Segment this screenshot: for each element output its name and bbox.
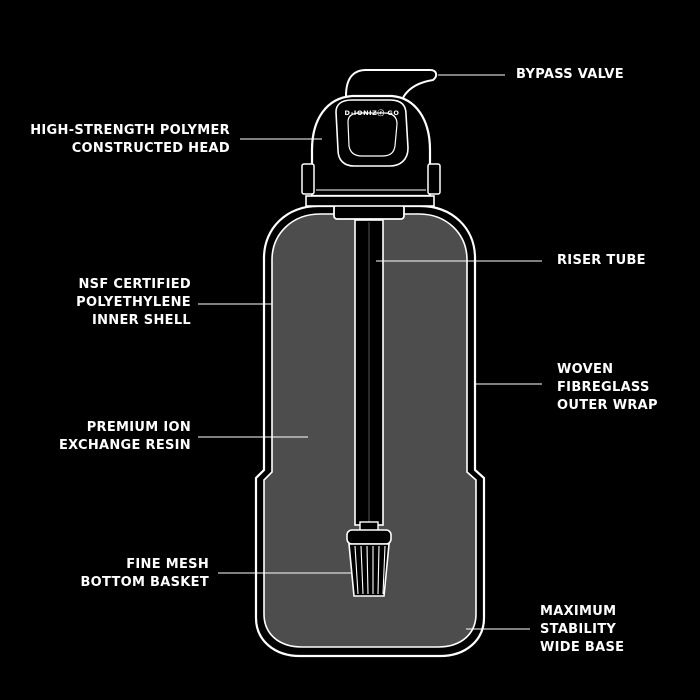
label-line: WOVEN <box>557 362 614 377</box>
label-line: PREMIUM ION <box>86 420 191 435</box>
leader-lines <box>198 74 542 630</box>
head-display-window <box>347 112 398 157</box>
label-outer-wrap: WOVEN FIBREGLASS OUTER WRAP <box>557 361 658 415</box>
label-line: FIBREGLASS <box>557 380 650 395</box>
label-line: BOTTOM BASKET <box>80 575 209 590</box>
head-right-fitting <box>427 163 441 195</box>
label-line: INNER SHELL <box>91 313 191 328</box>
label-basket: FINE MESH BOTTOM BASKET <box>80 556 209 592</box>
label-bypass-valve: BYPASS VALVE <box>516 66 624 84</box>
label-line: CONSTRUCTED HEAD <box>71 141 230 156</box>
label-line: EXCHANGE RESIN <box>58 438 191 453</box>
label-line: POLYETHYLENE <box>76 295 191 310</box>
label-head: HIGH-STRENGTH POLYMER CONSTRUCTED HEAD <box>30 122 230 158</box>
label-line: MAXIMUM <box>540 604 617 619</box>
control-head: D-IONIZⓡ GO <box>301 69 441 207</box>
label-inner-shell: NSF CERTIFIED POLYETHYLENE INNER SHELL <box>76 276 191 330</box>
label-line: FINE MESH <box>126 557 209 572</box>
label-line: NSF CERTIFIED <box>78 277 191 292</box>
label-line: WIDE BASE <box>540 640 625 655</box>
label-line: BYPASS VALVE <box>516 67 624 82</box>
bypass-valve-handle <box>345 69 438 101</box>
label-resin: PREMIUM ION EXCHANGE RESIN <box>59 419 191 455</box>
head-left-fitting <box>301 163 315 195</box>
head-collar <box>333 204 405 220</box>
label-line: HIGH-STRENGTH POLYMER <box>30 123 230 138</box>
label-line: STABILITY <box>540 622 617 637</box>
bottom-basket <box>346 521 392 597</box>
label-line: RISER TUBE <box>557 253 646 268</box>
brand-logo: D-IONIZⓡ GO <box>345 108 400 117</box>
label-line: OUTER WRAP <box>557 398 658 413</box>
label-base: MAXIMUM STABILITY WIDE BASE <box>540 603 624 657</box>
label-riser: RISER TUBE <box>557 252 646 270</box>
